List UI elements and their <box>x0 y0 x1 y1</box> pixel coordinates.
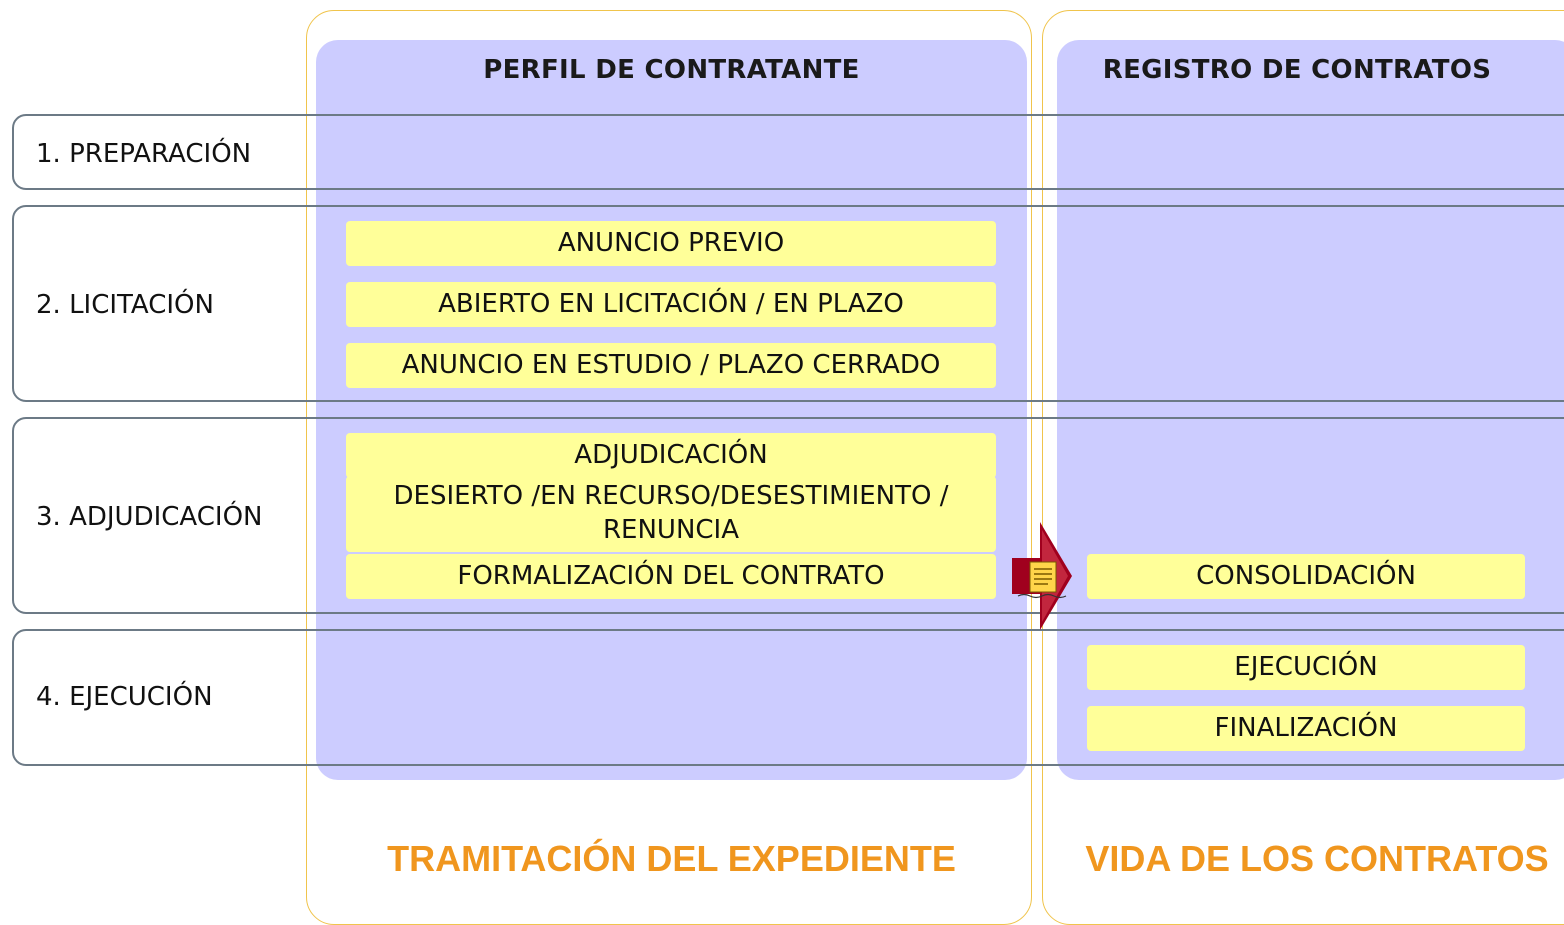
vida-caption: VIDA DE LOS CONTRATOS <box>1085 838 1549 879</box>
tramitacion-caption: TRAMITACIÓN DEL EXPEDIENTE <box>387 838 956 879</box>
state-ejecucion: EJECUCIÓN <box>1087 645 1525 690</box>
state-desierto-recurso: DESIERTO /EN RECURSO/DESESTIMIENTO / REN… <box>346 476 996 552</box>
phase-label-adjudicacion: 3. ADJUDICACIÓN <box>36 502 263 532</box>
state-anuncio-en-estudio: ANUNCIO EN ESTUDIO / PLAZO CERRADO <box>346 343 996 388</box>
phase-label-ejecucion: 4. EJECUCIÓN <box>36 682 213 712</box>
state-consolidacion: CONSOLIDACIÓN <box>1087 554 1525 599</box>
state-adjudicacion: ADJUDICACIÓN <box>346 433 996 478</box>
phase-label-licitacion: 2. LICITACIÓN <box>36 290 214 320</box>
phase-label-preparacion: 1. PREPARACIÓN <box>36 139 252 169</box>
phase-row-ejecucion <box>12 629 1564 766</box>
phase-row-adjudicacion <box>12 417 1564 614</box>
registro-title: REGISTRO DE CONTRATOS <box>1102 55 1492 85</box>
phase-row-preparacion <box>12 114 1564 190</box>
state-anuncio-previo: ANUNCIO PREVIO <box>346 221 996 266</box>
perfil-title: PERFIL DE CONTRATANTE <box>483 55 860 85</box>
state-abierto-licitacion: ABIERTO EN LICITACIÓN / EN PLAZO <box>346 282 996 327</box>
perfil-panel <box>316 40 1027 780</box>
state-finalizacion: FINALIZACIÓN <box>1087 706 1525 751</box>
document-transfer-arrow-icon <box>1008 522 1074 630</box>
phase-row-licitacion <box>12 205 1564 402</box>
state-formalizacion: FORMALIZACIÓN DEL CONTRATO <box>346 554 996 599</box>
